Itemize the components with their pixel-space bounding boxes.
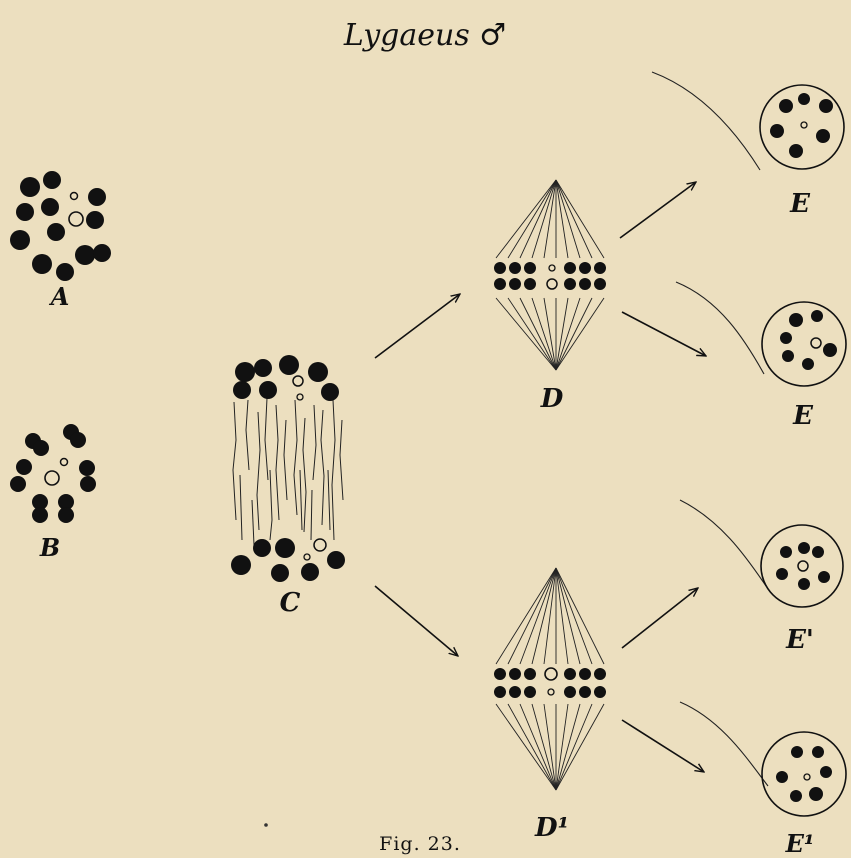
- arrow-c-to-d1: [375, 586, 458, 656]
- label-D: D: [540, 384, 564, 414]
- label-D1: D¹: [534, 813, 569, 843]
- cell-E-top: [652, 72, 844, 170]
- stray-ink-dot: [264, 823, 268, 827]
- label-C: C: [280, 588, 301, 618]
- cell-C: [231, 355, 345, 582]
- label-E-prime: E': [785, 625, 814, 655]
- cell-B: [10, 424, 96, 523]
- cell-A: [10, 171, 111, 281]
- label-A: A: [49, 282, 70, 311]
- figure-caption: Fig. 23.: [379, 833, 461, 855]
- arrow-d-to-e-second: [622, 312, 706, 356]
- cell-E1: [680, 702, 846, 816]
- arrow-d1-to-e1: [622, 720, 704, 772]
- spindle-D: [494, 180, 606, 370]
- spindle-D1: [494, 568, 606, 790]
- label-E1: E¹: [785, 829, 815, 858]
- label-E-second: E: [792, 401, 814, 431]
- arrow-c-to-d: [375, 294, 460, 358]
- cell-E-second: [676, 282, 846, 386]
- cell-E-prime: [680, 500, 843, 607]
- label-B: B: [39, 533, 60, 562]
- figure-title: Lygaeus ♂: [343, 18, 506, 53]
- arrow-d-to-e-top: [620, 182, 696, 238]
- arrow-d1-to-e-prime: [622, 588, 698, 648]
- label-E-top: E: [789, 189, 811, 219]
